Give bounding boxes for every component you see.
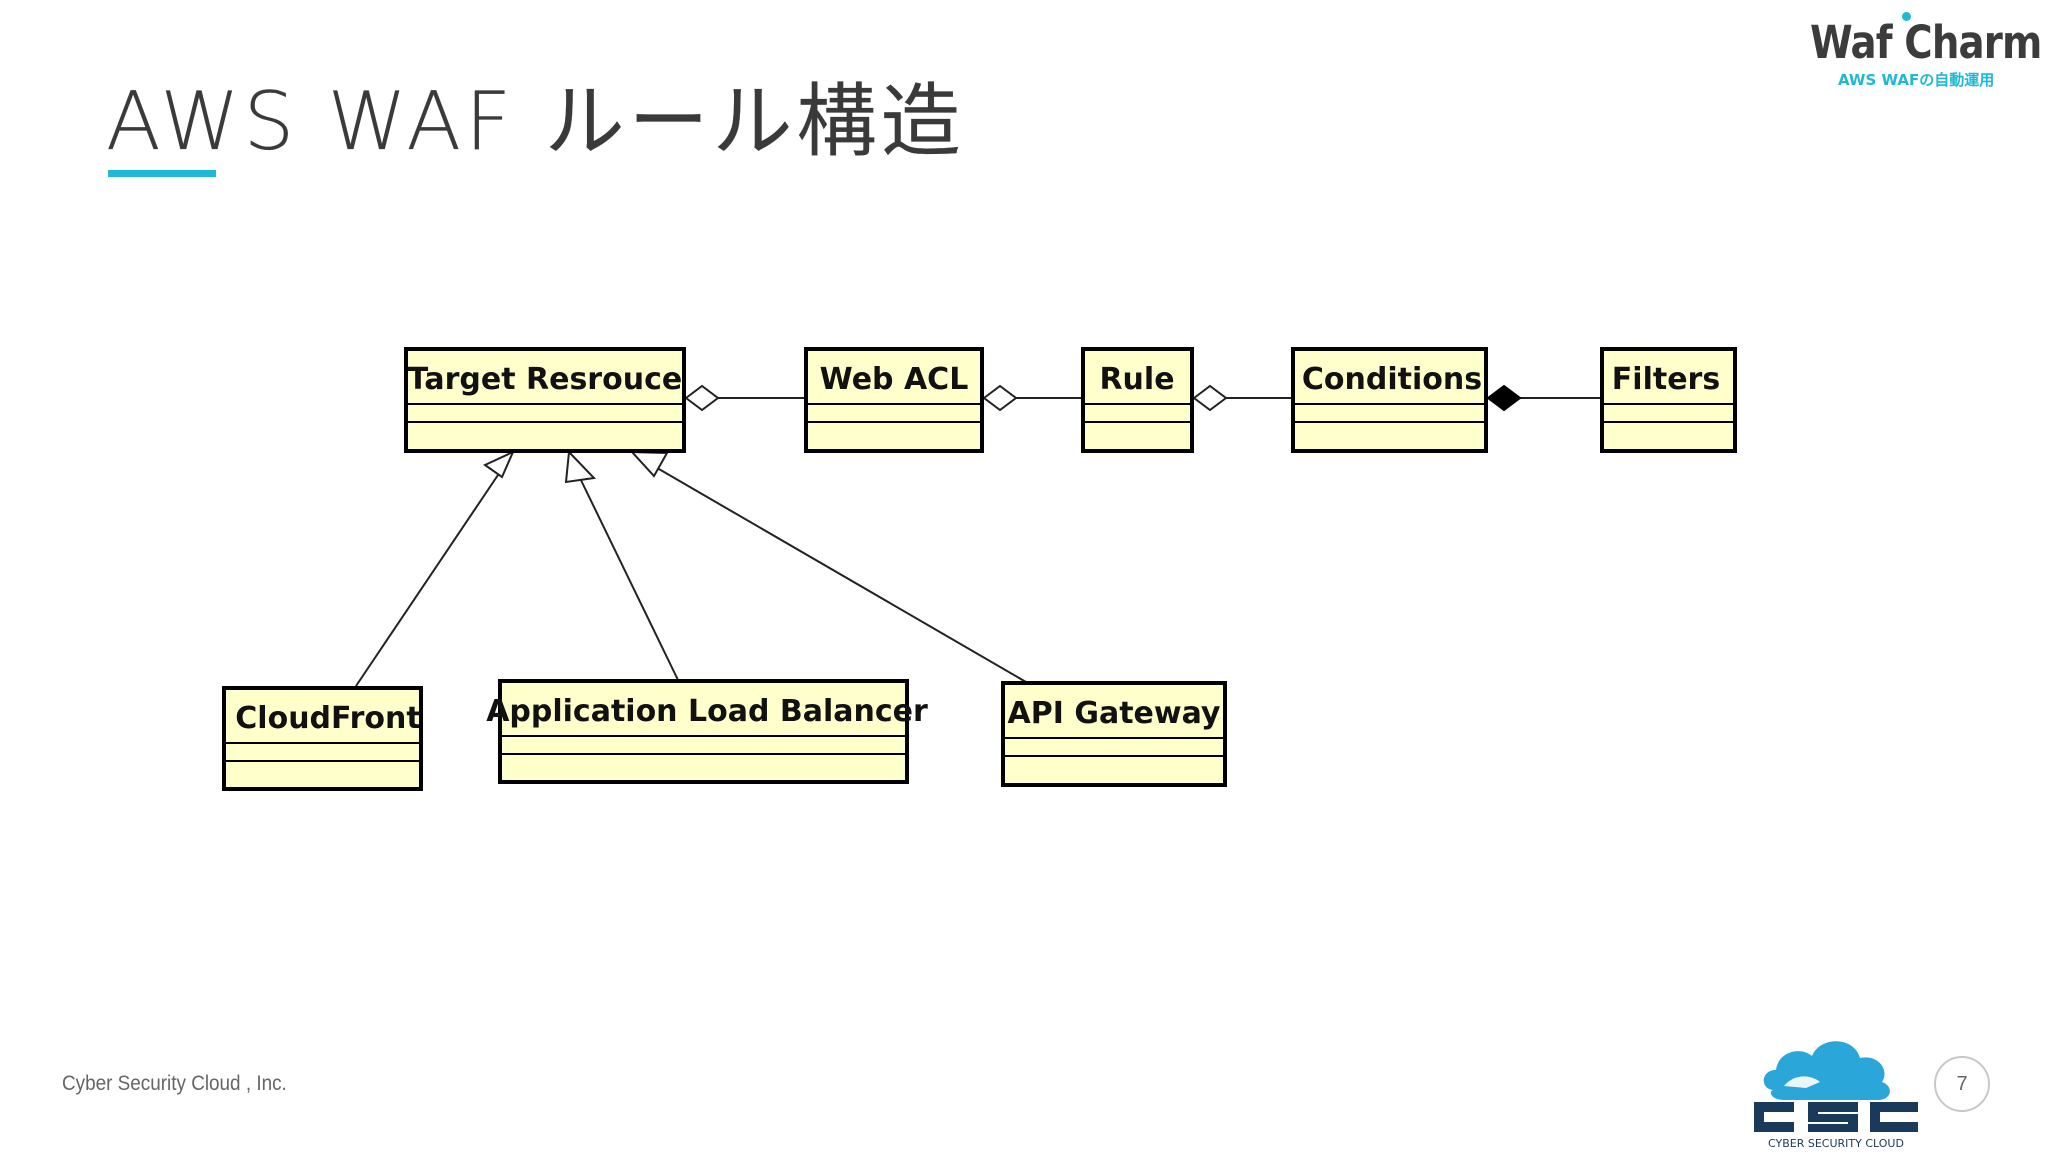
class-name: Web ACL — [820, 362, 969, 397]
class-name: Rule — [1099, 362, 1174, 397]
brand-tagline: AWS WAFの自動運用 — [1838, 71, 1995, 89]
class-name: Filters — [1612, 362, 1720, 397]
aggregation-diamond-icon — [1192, 384, 1228, 412]
class-name: Application Load Balancer — [486, 694, 928, 729]
relation-webacl-rule — [982, 384, 1083, 412]
relation-alb-target — [564, 449, 679, 681]
generalization-arrow-icon — [483, 449, 515, 479]
relation-target-webacl — [684, 384, 806, 412]
class-name: Conditions — [1302, 362, 1482, 397]
csc-subtitle: CYBER SECURITY CLOUD — [1768, 1137, 1904, 1150]
composition-diamond-icon — [1486, 384, 1522, 412]
brand-dot — [1902, 12, 1911, 21]
relation-cloudfront-target — [355, 449, 515, 687]
generalization-arrow-icon — [629, 450, 669, 478]
class-name: Target Resrouce — [408, 362, 682, 397]
relation-apigateway-target — [629, 450, 1027, 683]
class-application-load-balancer: Application Load Balancer — [486, 679, 928, 784]
brand-name: Waf Charm — [1810, 16, 2042, 69]
slide-title: AWS WAF ルール構造 — [106, 75, 965, 168]
cloud-icon: CYBER SECURITY CLOUD — [1754, 1041, 1918, 1150]
relation-conditions-filters — [1486, 384, 1602, 412]
class-target-resource: Target Resrouce — [404, 347, 686, 453]
aggregation-diamond-icon — [982, 384, 1018, 412]
wafcharm-logo: Waf Charm AWS WAFの自動運用 — [1810, 6, 2046, 90]
aggregation-diamond-icon — [684, 384, 720, 412]
class-name: API Gateway — [1008, 696, 1221, 731]
class-cloudfront: CloudFront — [222, 686, 423, 791]
class-web-acl: Web ACL — [804, 347, 984, 453]
class-filters: Filters — [1600, 347, 1737, 453]
csc-logo: CYBER SECURITY CLOUD — [1750, 1030, 1922, 1152]
generalization-arrow-icon — [564, 449, 597, 484]
class-name: CloudFront — [235, 701, 420, 736]
page-number: 7 — [1934, 1056, 1990, 1112]
class-conditions: Conditions — [1291, 347, 1488, 453]
footer-company: Cyber Security Cloud , Inc. — [62, 1072, 287, 1095]
relation-rule-conditions — [1192, 384, 1293, 412]
class-api-gateway: API Gateway — [1001, 681, 1227, 787]
title-underline — [108, 170, 216, 177]
class-rule: Rule — [1081, 347, 1194, 453]
